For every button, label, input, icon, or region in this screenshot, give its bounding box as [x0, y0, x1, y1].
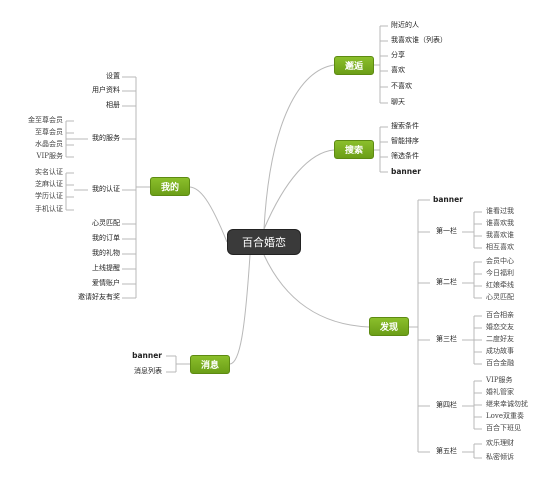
- discover-column-item: 百合金融: [486, 359, 514, 367]
- center-topic: 百合婚恋: [227, 229, 301, 255]
- me-item: 相册: [106, 101, 120, 109]
- discover-column-item: 继来幸诚勿扰: [486, 400, 528, 408]
- discover-column-item: 谁看过我: [486, 207, 514, 215]
- encounter-item: 不喜欢: [391, 82, 412, 90]
- me-item: 设置: [106, 72, 120, 80]
- me-item: 我的订单: [92, 234, 120, 242]
- discover-column-item: 红娘牵线: [486, 281, 514, 289]
- discover-column-item: 二度好友: [486, 335, 514, 343]
- branch-me: 我的: [150, 177, 190, 196]
- me-service-item: 至尊会员: [35, 128, 63, 136]
- discover-column-label: 第二栏: [436, 278, 457, 286]
- discover-column-item: 心灵匹配: [486, 293, 514, 301]
- branch-search: 搜索: [334, 140, 374, 159]
- discover-column-label: 第三栏: [436, 335, 457, 343]
- search-item: 搜索条件: [391, 122, 419, 130]
- encounter-item: 分享: [391, 51, 405, 59]
- me-item: 我的认证: [92, 185, 120, 193]
- discover-column-item: 百合下班见: [486, 424, 521, 432]
- branch-messages: 消息: [190, 355, 230, 374]
- me-service-item: 水晶会员: [35, 140, 63, 148]
- encounter-item: 附近的人: [391, 21, 419, 29]
- discover-column-item: Love双重奏: [486, 412, 524, 420]
- discover-column-item: 相互喜欢: [486, 243, 514, 251]
- discover-column-item: VIP服务: [486, 376, 513, 384]
- branch-discover: 发现: [369, 317, 409, 336]
- me-service-item: VIP服务: [36, 152, 63, 160]
- discover-column-item: 欢乐理财: [486, 439, 514, 447]
- branch-encounter: 邂逅: [334, 56, 374, 75]
- discover-column-item: 我喜欢谁: [486, 231, 514, 239]
- search-item: banner: [391, 167, 421, 176]
- me-item: 上线提醒: [92, 264, 120, 272]
- me-item: 邀请好友有奖: [78, 293, 120, 301]
- search-item: 筛选条件: [391, 152, 419, 160]
- me-service-item: 金至尊会员: [28, 116, 63, 124]
- discover-banner: banner: [433, 195, 463, 204]
- discover-column-label: 第四栏: [436, 401, 457, 409]
- me-item: 爱情账户: [92, 279, 120, 287]
- discover-column-item: 婚礼管家: [486, 388, 514, 396]
- discover-column-label: 第一栏: [436, 227, 457, 235]
- discover-column-label: 第五栏: [436, 447, 457, 455]
- me-item: 用户资料: [92, 86, 120, 94]
- messages-item: banner: [132, 351, 162, 360]
- discover-column-item: 私密倾诉: [486, 453, 514, 461]
- discover-column-item: 谁喜欢我: [486, 219, 514, 227]
- me-item: 心灵匹配: [92, 219, 120, 227]
- me-item: 我的服务: [92, 134, 120, 142]
- discover-column-item: 今日福利: [486, 269, 514, 277]
- me-auth-item: 芝麻认证: [35, 180, 63, 188]
- me-auth-item: 学历认证: [35, 192, 63, 200]
- discover-column-item: 百合相亲: [486, 311, 514, 319]
- encounter-item: 喜欢: [391, 66, 405, 74]
- discover-column-item: 成功故事: [486, 347, 514, 355]
- me-auth-item: 手机认证: [35, 205, 63, 213]
- encounter-item: 我喜欢谁（列表）: [391, 36, 447, 44]
- discover-column-item: 会员中心: [486, 257, 514, 265]
- me-auth-item: 实名认证: [35, 168, 63, 176]
- messages-item: 消息列表: [134, 367, 162, 375]
- encounter-item: 聊天: [391, 98, 405, 106]
- search-item: 智能排序: [391, 137, 419, 145]
- me-item: 我的礼物: [92, 249, 120, 257]
- discover-column-item: 婚恋交友: [486, 323, 514, 331]
